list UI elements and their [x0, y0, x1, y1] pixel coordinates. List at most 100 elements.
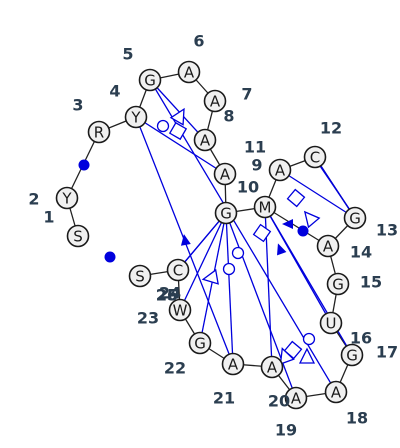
nucleotide-base: A: [228, 356, 239, 374]
interaction-arrowhead: [277, 243, 287, 256]
nucleotide-19: A: [324, 380, 348, 404]
nucleotide-circle: [138, 68, 162, 92]
nucleotide-base: G: [349, 210, 361, 228]
interaction-marker-open: [222, 262, 236, 276]
interaction-marker-filled: [104, 251, 116, 263]
nucleotide-24: W: [168, 298, 192, 322]
nucleotide-circle: [316, 234, 340, 258]
interaction-marker-square: [168, 121, 188, 141]
nucleotide-23: G: [188, 331, 212, 355]
nucleotide-circle: [253, 195, 277, 219]
nucleotide-circle: [340, 343, 364, 367]
position-number-25: 25: [156, 286, 178, 305]
nucleotide-circle: [193, 128, 217, 152]
nucleotide-circle: [168, 298, 192, 322]
position-number-17: 17: [376, 343, 398, 362]
position-number-1: 1: [43, 208, 54, 227]
interaction-marker-filled: [78, 159, 90, 171]
nucleotide-circle: [124, 105, 148, 129]
nucleotide-base: S: [135, 268, 145, 286]
position-number-19: 19: [275, 421, 297, 440]
nucleotide-circle: [214, 201, 238, 225]
position-number-20: 20: [268, 392, 290, 411]
position-number-5: 5: [122, 45, 133, 64]
nucleotide-circle: [324, 380, 348, 404]
position-number-15: 15: [360, 273, 382, 292]
position-number-6: 6: [193, 32, 204, 51]
nucleotide-circle: [221, 352, 245, 376]
position-number-4: 4: [109, 82, 120, 101]
nucleotide-base: A: [210, 93, 221, 111]
position-number-extra: 26: [156, 286, 178, 305]
position-number-8: 8: [223, 107, 234, 126]
base-pair-line: [149, 79, 206, 141]
position-number-10: 10: [237, 178, 259, 197]
backbone: [66, 71, 356, 399]
nucleotide-25: C: [166, 258, 190, 282]
interaction-marker-open: [156, 119, 170, 133]
nucleotide-base: A: [184, 64, 195, 82]
nucleotide-9: A: [213, 162, 237, 186]
nucleotide-21: A: [260, 355, 284, 379]
nucleotide-26: S: [128, 264, 152, 288]
nucleotide-6: A: [177, 60, 201, 84]
nucleotide-base: G: [346, 347, 358, 365]
nucleotide-base: A: [200, 132, 211, 150]
nucleotide-circle: [260, 355, 284, 379]
nucleotide-circle: [203, 89, 227, 113]
nucleotide-1: S: [66, 224, 90, 248]
position-number-7: 7: [241, 85, 252, 104]
base-pair-interactions: [78, 79, 356, 399]
nucleotide-circle: [128, 264, 152, 288]
nucleotide-2: Y: [55, 186, 79, 210]
position-number-11: 11: [244, 138, 266, 157]
backbone-segment: [264, 206, 329, 247]
nucleotide-20: A: [284, 386, 308, 410]
base-pair-line: [135, 116, 226, 175]
position-number-22: 22: [164, 359, 186, 378]
nucleotide-base: A: [267, 359, 278, 377]
nucleotide-circle: [87, 120, 111, 144]
nucleotide-circle: [268, 158, 292, 182]
nucleotide-base: A: [323, 238, 334, 256]
nucleotide-5: G: [138, 68, 162, 92]
base-pair-line: [279, 169, 356, 219]
interaction-marker-open: [302, 332, 316, 346]
nucleotide-base: M: [259, 199, 272, 217]
interaction-marker-triangle: [303, 210, 321, 229]
nucleotide-16: G: [326, 272, 350, 296]
nucleotide-circle: [303, 145, 327, 169]
nucleotide-base: A: [331, 384, 342, 402]
nucleotide-base: A: [275, 162, 286, 180]
nucleotide-18: G: [340, 343, 364, 367]
base-pair-line: [179, 212, 227, 311]
nucleotide-8: A: [193, 128, 217, 152]
interaction-marker-triangle: [201, 268, 219, 285]
interaction-marker-triangle: [169, 107, 185, 126]
position-number-2: 2: [28, 190, 39, 209]
position-number-23: 23: [137, 309, 159, 328]
nucleotide-base: Y: [130, 109, 141, 127]
position-number-24: 24: [159, 284, 181, 303]
position-number-12: 12: [320, 119, 342, 138]
nucleotide-circle: [66, 224, 90, 248]
nucleotide-circle: [319, 311, 343, 335]
nucleotide-base: S: [73, 228, 83, 246]
position-number-9: 9: [251, 156, 262, 175]
position-number-21: 21: [213, 389, 235, 408]
nucleotide-7: A: [203, 89, 227, 113]
interaction-marker-triangle: [279, 347, 295, 366]
nucleotide-14: G: [343, 206, 367, 230]
nucleotide-circle: [326, 272, 350, 296]
nucleotide-11: M: [253, 195, 277, 219]
nucleotide-circle: [188, 331, 212, 355]
position-number-3: 3: [72, 96, 83, 115]
position-number-16: 16: [350, 329, 372, 348]
nucleotide-base: G: [194, 335, 206, 353]
nucleotide-3: R: [87, 120, 111, 144]
nucleotide-22: A: [221, 352, 245, 376]
nucleotide-4: Y: [124, 105, 148, 129]
